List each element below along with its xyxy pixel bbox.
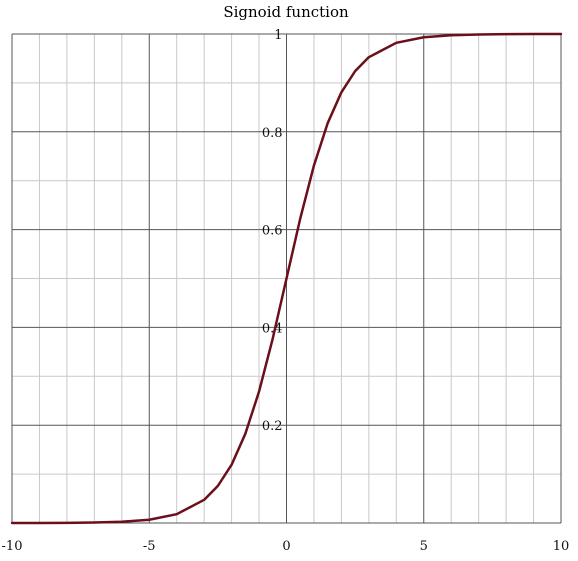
sigmoid-series-line (10, 32, 563, 525)
x-tick-label: 0 (282, 539, 290, 554)
x-tick-label: 10 (553, 539, 570, 554)
chart-title: Signoid function (223, 3, 349, 21)
y-tick-label: 0.6 (262, 224, 283, 239)
y-tick-label: 0.8 (262, 126, 283, 141)
y-tick-label: 0.4 (262, 321, 283, 336)
x-tick-label: 5 (420, 539, 428, 554)
y-tick-label: 1 (274, 28, 282, 43)
y-tick-label: 0.2 (262, 419, 283, 434)
x-tick-label: -5 (143, 539, 156, 554)
x-tick-label: -10 (2, 539, 23, 554)
